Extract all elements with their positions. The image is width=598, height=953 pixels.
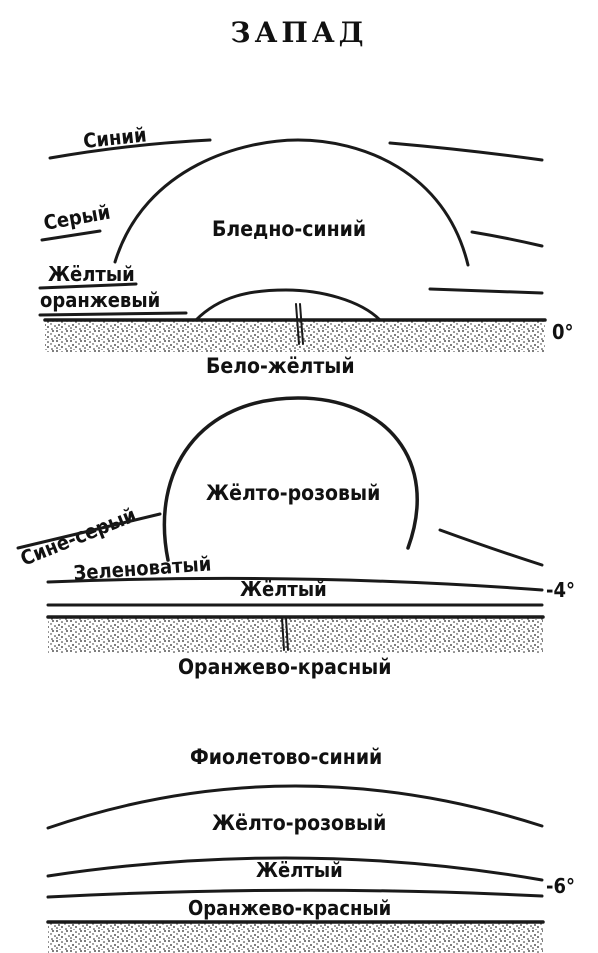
- label-fioletovo-siniy: Фиолетово-синий: [190, 745, 382, 769]
- seriy-line-right: [472, 232, 542, 246]
- panel-minus-4-degrees: Жёлто-розовый Сине-серый Зеленоватый Жёл…: [17, 398, 575, 679]
- label-zheltiy-4: Жёлтый: [240, 577, 327, 601]
- label-oranzhevo-krasniy-6: Оранжево-красный: [188, 896, 391, 920]
- pale-blue-arch: [115, 140, 468, 265]
- label-belo-zheltiy: Бело-жёлтый: [206, 354, 355, 378]
- label-oranzheviy: оранжевый: [40, 288, 160, 312]
- white-yellow-glow-arch: [196, 290, 380, 320]
- ground-6: [48, 922, 543, 953]
- zheltiy-line-right: [430, 289, 542, 293]
- label-oranzhevo-krasniy-4: Оранжево-красный: [178, 655, 391, 679]
- label-zhelto-rozoviy-4: Жёлто-розовый: [206, 481, 380, 505]
- sine-seriy-line-right: [440, 530, 542, 565]
- angle-6: -6°: [546, 874, 575, 898]
- panel-minus-6-degrees: Фиолетово-синий Жёлто-розовый Жёлтый Ора…: [48, 745, 575, 953]
- label-seriy: Серый: [42, 200, 112, 235]
- label-zhelto-rozoviy-6: Жёлто-розовый: [212, 811, 386, 835]
- oranzheviy-underline: [40, 313, 186, 315]
- yellow-pink-arch: [164, 398, 417, 560]
- label-bledno-siniy: Бледно-синий: [212, 217, 366, 241]
- label-zheltiy-6: Жёлтый: [256, 858, 343, 882]
- label-siniy: Синий: [82, 122, 148, 153]
- angle-4: -4°: [546, 578, 575, 602]
- panel-0-degrees: Синий Бледно-синий Серый Жёлтый оранжевы…: [40, 122, 574, 378]
- label-zheltiy-0: Жёлтый: [48, 262, 135, 286]
- diagram-title: ЗАПАД: [230, 16, 367, 49]
- ground-4: [48, 617, 543, 653]
- ground-0: [45, 320, 545, 352]
- siniy-line-right: [390, 143, 542, 160]
- angle-0: 0°: [552, 320, 574, 344]
